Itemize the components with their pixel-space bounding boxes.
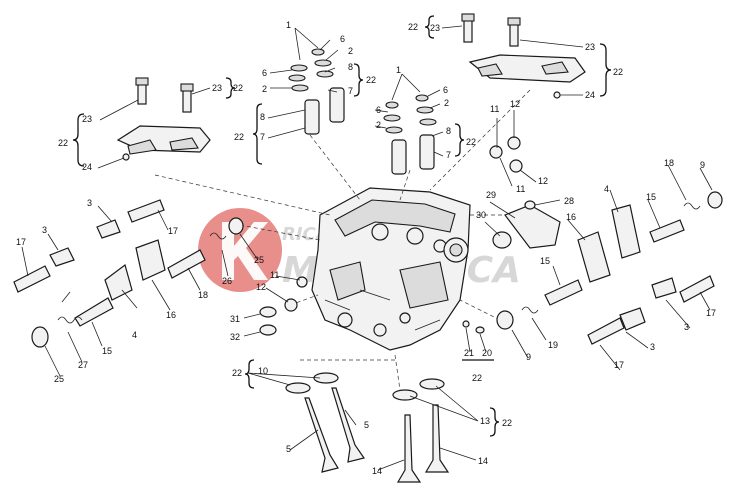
callout-22: 22 (472, 373, 482, 383)
callout-22: 22 (502, 418, 512, 428)
callout-15: 15 (540, 256, 550, 266)
callout-17: 17 (706, 308, 716, 318)
callout-12: 12 (538, 176, 548, 186)
assembly-lines (154, 89, 531, 391)
callout-17: 17 (16, 237, 26, 247)
callout-3: 3 (684, 322, 689, 332)
callout-3: 3 (42, 225, 47, 235)
callout-2: 2 (262, 84, 267, 94)
callout-6: 6 (443, 85, 448, 95)
callout-23: 23 (82, 114, 92, 124)
small-parts (259, 136, 561, 336)
rocker-shafts-right (544, 204, 715, 345)
callout-7: 7 (260, 132, 265, 142)
callout-22: 22 (466, 137, 476, 147)
callout-22: 22 (58, 138, 68, 148)
callout-11: 11 (516, 184, 525, 194)
callout-25: 25 (54, 374, 64, 384)
callout-22: 22 (613, 67, 623, 77)
callout-10: 10 (258, 366, 268, 376)
callout-9: 9 (526, 352, 531, 362)
callout-23: 23 (430, 23, 440, 33)
callout-2: 2 (348, 46, 353, 56)
callout-22: 22 (408, 22, 418, 32)
callout-7: 7 (446, 150, 451, 160)
callout-15: 15 (102, 346, 112, 356)
callout-23: 23 (212, 83, 222, 93)
callout-27: 27 (78, 360, 88, 370)
callout-1: 1 (396, 65, 401, 75)
callout-5: 5 (364, 420, 369, 430)
callout-20: 20 (482, 348, 492, 358)
callout-6: 6 (340, 34, 345, 44)
springs-left (31, 217, 244, 348)
callout-6: 6 (262, 68, 267, 78)
callout-24: 24 (585, 90, 595, 100)
callout-29: 29 (486, 190, 496, 200)
callout-32: 32 (230, 332, 240, 342)
callout-17: 17 (614, 360, 624, 370)
callout-14: 14 (372, 466, 382, 476)
callout-8: 8 (348, 62, 353, 72)
callout-17: 17 (168, 226, 178, 236)
valves-bottom (285, 372, 450, 483)
braces (72, 15, 612, 437)
callout-18: 18 (664, 158, 674, 168)
callout-22: 22 (366, 75, 376, 85)
callout-8: 8 (260, 112, 265, 122)
callout-15: 15 (646, 192, 656, 202)
callout-26: 26 (222, 276, 232, 286)
callout-18: 18 (198, 290, 208, 300)
callout-23: 23 (585, 42, 595, 52)
valve-buckets-right (383, 94, 437, 175)
callout-28: 28 (564, 196, 574, 206)
callout-12: 12 (256, 282, 266, 292)
callout-24: 24 (82, 162, 92, 172)
callout-1: 1 (286, 20, 291, 30)
callout-11: 11 (490, 104, 499, 114)
callout-19: 19 (548, 340, 558, 350)
leader-lines (21, 25, 713, 471)
callout-5: 5 (286, 444, 291, 454)
callout-31: 31 (230, 314, 240, 324)
valve-buckets-left (288, 48, 345, 135)
callout-22: 22 (234, 132, 244, 142)
callout-16: 16 (166, 310, 176, 320)
callout-3: 3 (87, 198, 92, 208)
callout-13: 13 (480, 416, 490, 426)
callout-9: 9 (700, 160, 705, 170)
callout-22: 22 (232, 368, 242, 378)
callout-2: 2 (444, 98, 449, 108)
callout-labels: 1 1 2 2 2 2 3 3 3 3 4 4 5 5 6 6 6 6 7 7 … (16, 20, 716, 476)
callout-8: 8 (446, 126, 451, 136)
rocker-shafts-left (13, 199, 206, 327)
callout-14: 14 (478, 456, 488, 466)
callout-12: 12 (510, 99, 520, 109)
springs-right (496, 191, 723, 330)
callout-21: 21 (464, 348, 474, 358)
callout-7: 7 (348, 86, 353, 96)
cam-cap-left (116, 77, 211, 161)
callout-11: 11 (270, 270, 279, 280)
callout-16: 16 (566, 212, 576, 222)
cam-cap-right (461, 13, 586, 99)
callout-30: 30 (476, 210, 486, 220)
callout-22: 22 (233, 83, 243, 93)
callout-4: 4 (132, 330, 137, 340)
callout-4: 4 (604, 184, 609, 194)
cylinder-head (311, 187, 471, 351)
callout-25: 25 (254, 255, 264, 265)
callout-2: 2 (376, 120, 381, 130)
callout-3: 3 (650, 342, 655, 352)
callout-6: 6 (376, 105, 381, 115)
